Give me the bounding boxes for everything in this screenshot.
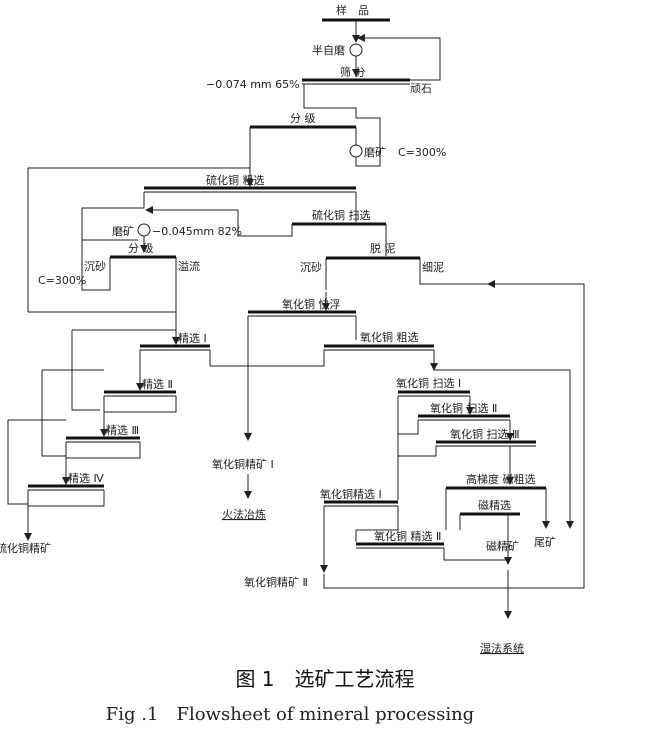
cleaner4-label: 精选 Ⅳ — [68, 472, 104, 485]
hgms-rougher-label: 高梯度 磁粗选 — [466, 472, 536, 486]
overflow2-label: 溢流 — [178, 259, 200, 273]
sulfide-scavenger-label: 硫化铜 扫选 — [312, 208, 371, 222]
hydro-label: 湿法系统 — [480, 641, 524, 655]
screen-size-label: −0.074 mm 65% — [206, 78, 300, 91]
sample-label: 样 品 — [336, 3, 369, 17]
mag-cleaner-label: 磁精选 — [478, 499, 511, 512]
sulfide-rougher-label: 硫化铜 粗选 — [206, 173, 265, 187]
desliming-label: 脱 泥 — [370, 241, 396, 255]
regrind2-circle — [137, 223, 151, 237]
oxide-flash-label: 氧化铜 快浮 — [282, 297, 341, 311]
tailings-label: 尾矿 — [534, 536, 556, 549]
regrind2-label: 磨矿 — [112, 225, 134, 238]
oxide-scav2-label: 氧化铜 扫选 Ⅱ — [430, 401, 497, 415]
regrind1-circle — [349, 144, 363, 158]
flowsheet-diagram: 样 品 半自磨 筛 分 −0.074 mm 65% 顽石 分 级 磨矿 C=30… — [0, 3, 585, 655]
regrind1-label: 磨矿 — [364, 146, 386, 159]
oxide-cleaner1-label: 氧化铜精选 Ⅰ — [320, 487, 382, 501]
sand3-label: 沉砂 — [300, 261, 322, 274]
oxide-scav1-label: 氧化铜 扫选 Ⅰ — [396, 376, 461, 390]
cleaner1-label: 精选 Ⅰ — [178, 332, 207, 345]
cleaner3-label: 精选 Ⅲ — [106, 424, 139, 437]
sand2-label: 沉砂 — [84, 260, 106, 273]
figure-caption-en: Fig .1 Flowsheet of mineral processing — [105, 704, 475, 725]
slimes-label: 细泥 — [422, 261, 444, 274]
oxide-conc2-label: 氧化铜精矿 Ⅱ — [244, 575, 308, 589]
screen-label: 筛 分 — [340, 65, 366, 79]
circulating2-label: C=300% — [38, 274, 86, 287]
pyro-label: 火法冶炼 — [222, 507, 266, 521]
grind-size2-label: −0.045mm 82% — [152, 225, 242, 238]
mag-conc-label: 磁精矿 — [486, 540, 519, 553]
sulfide-conc-label: 硫化铜精矿 — [0, 541, 51, 555]
oxide-cleaner2-label: 氧化铜 精选 Ⅱ — [374, 529, 441, 543]
oxide-conc1-label: 氧化铜精矿 Ⅰ — [212, 457, 274, 471]
pebbles-label: 顽石 — [410, 82, 432, 95]
classify2-label: 分 级 — [128, 242, 154, 255]
figure-caption-cn: 图 1 选矿工艺流程 — [235, 667, 415, 691]
oxide-rougher-label: 氧化铜 粗选 — [360, 330, 419, 344]
cleaner2-label: 精选 Ⅱ — [142, 378, 173, 391]
circulating1-label: C=300% — [398, 146, 446, 159]
sag-mill-label: 半自磨 — [312, 43, 345, 57]
oxide-scav3-label: 氧化铜 扫选 Ⅲ — [450, 427, 520, 441]
sag-mill-circle — [349, 43, 363, 57]
classify1-label: 分 级 — [290, 112, 316, 125]
